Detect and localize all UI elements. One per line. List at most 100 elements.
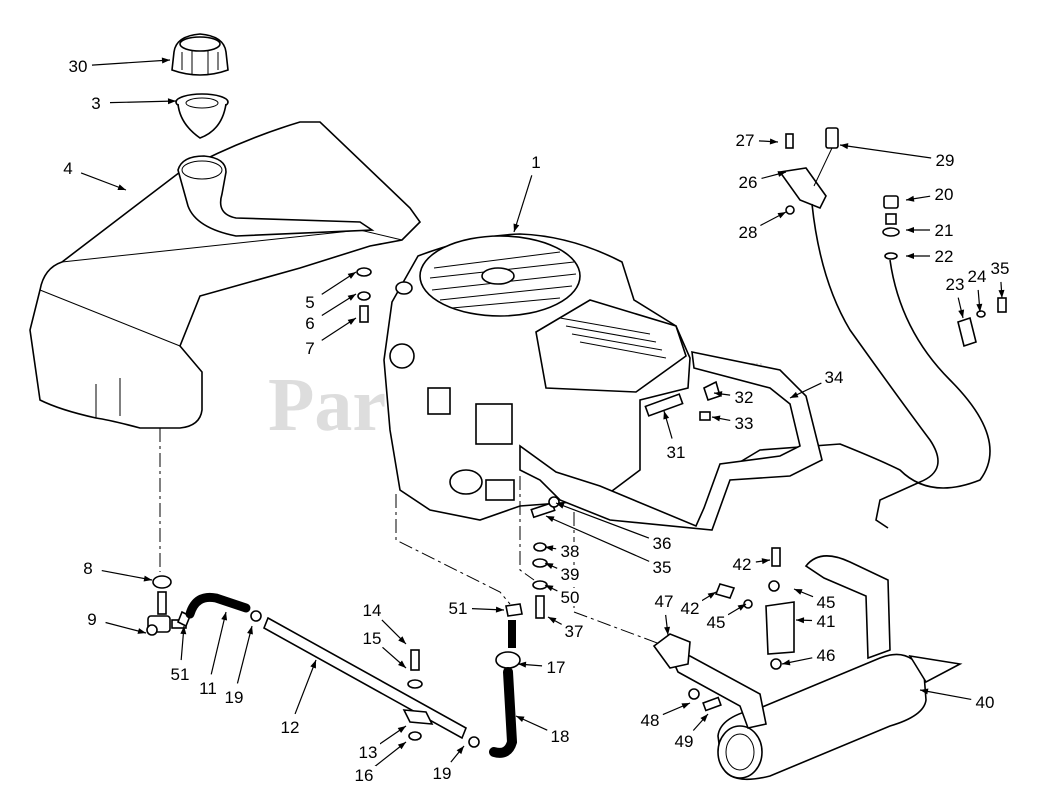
callout-arrow-28 xyxy=(777,212,786,219)
label-backing xyxy=(733,131,757,149)
callout-arrow-32 xyxy=(714,391,723,398)
callout-leader-40 xyxy=(919,689,972,701)
callout-arrow-22 xyxy=(906,253,914,259)
label-backing xyxy=(814,612,838,630)
callout-arrow-14 xyxy=(398,636,406,644)
label-backing xyxy=(973,693,997,711)
part-number-label: 49 xyxy=(675,732,694,751)
part-number-label: 32 xyxy=(735,388,754,407)
callout-arrow-51 xyxy=(495,606,504,613)
part-number-label: 26 xyxy=(739,173,758,192)
callout-arrow-33 xyxy=(712,415,721,422)
callout-arrow-20 xyxy=(906,195,915,202)
callout-arrow-29 xyxy=(840,143,849,150)
exhaust-bracket xyxy=(519,350,823,531)
callout-arrow-4 xyxy=(117,184,126,190)
callout-arrow-41 xyxy=(796,617,805,624)
callout-arrow-35 xyxy=(546,516,555,522)
callout-arrow-48 xyxy=(681,703,690,709)
label-backing xyxy=(558,542,582,560)
part-number-label: 22 xyxy=(935,247,954,266)
callout-leader-29 xyxy=(839,144,932,159)
label-backing xyxy=(360,601,384,619)
part-number-label: 12 xyxy=(281,718,300,737)
callout-arrow-18 xyxy=(516,716,525,723)
part-number-label: 27 xyxy=(736,131,755,150)
callout-arrow-39 xyxy=(545,563,554,569)
callout-arrow-5 xyxy=(347,272,356,279)
choke-control xyxy=(739,195,991,489)
part-number-label: 19 xyxy=(225,688,244,707)
label-backing xyxy=(814,593,838,611)
engine-mount-bolts xyxy=(530,496,560,519)
filler-neck-grommet xyxy=(175,93,229,139)
part-number-label: 51 xyxy=(171,665,190,684)
label-backing xyxy=(652,592,676,610)
label-backing xyxy=(81,559,95,577)
label-backing xyxy=(558,588,582,606)
callout-leader-19 xyxy=(236,625,253,684)
label-backing xyxy=(85,610,99,628)
part-number-label: 7 xyxy=(305,339,314,358)
label-backing xyxy=(932,221,956,239)
part-number-label: 23 xyxy=(946,275,965,294)
part-number-label: 37 xyxy=(565,622,584,641)
part-number-label: 29 xyxy=(936,151,955,170)
callout-arrow-23 xyxy=(958,309,965,318)
part-number-label: 38 xyxy=(561,542,580,561)
label-backing xyxy=(732,414,756,432)
callout-arrow-27 xyxy=(769,138,778,145)
part-number-label: 42 xyxy=(733,555,752,574)
label-backing xyxy=(89,94,103,112)
label-backing xyxy=(965,267,989,285)
callout-arrow-17 xyxy=(518,661,527,668)
callout-arrow-47 xyxy=(664,626,671,635)
label-backing xyxy=(933,151,957,169)
part-number-label: 33 xyxy=(735,414,754,433)
label-backing xyxy=(736,223,760,241)
callout-arrow-16 xyxy=(397,742,406,750)
callout-arrow-37 xyxy=(548,617,557,624)
muffler-assembly xyxy=(652,547,963,781)
label-backing xyxy=(529,153,543,171)
engine xyxy=(383,233,691,521)
callout-arrow-19 xyxy=(247,626,253,635)
part-number-label: 21 xyxy=(935,221,954,240)
callout-arrow-19 xyxy=(456,746,464,755)
label-backing xyxy=(66,57,90,75)
part-number-label: 1 xyxy=(531,153,540,172)
part-number-label: 42 xyxy=(681,599,700,618)
muffler-mount-hardware-left xyxy=(532,542,548,619)
callout-leader-30 xyxy=(91,59,171,66)
label-backing xyxy=(352,766,376,784)
label-backing xyxy=(678,599,702,617)
label-backing xyxy=(548,727,572,745)
part-number-label: 30 xyxy=(69,57,88,76)
part-number-label: 9 xyxy=(87,610,96,629)
part-number-label: 14 xyxy=(363,601,382,620)
callout-arrow-51 xyxy=(180,626,187,635)
callout-arrow-42 xyxy=(707,592,716,599)
label-backing xyxy=(932,247,956,265)
callout-arrow-38 xyxy=(545,545,554,552)
label-backing xyxy=(943,275,967,293)
label-backing xyxy=(430,764,454,782)
label-backing xyxy=(704,613,728,631)
part-number-label: 16 xyxy=(355,766,374,785)
fuel-line-12 xyxy=(262,616,468,740)
callout-arrow-45 xyxy=(794,589,803,595)
label-backing xyxy=(558,565,582,583)
callout-arrow-24 xyxy=(976,303,983,312)
callout-leader-8 xyxy=(101,569,153,581)
label-backing xyxy=(562,622,586,640)
part-number-label: 48 xyxy=(641,711,660,730)
callout-arrow-45 xyxy=(737,604,746,611)
callout-arrow-46 xyxy=(782,659,791,666)
part-number-label: 45 xyxy=(707,613,726,632)
part-number-label: 46 xyxy=(817,646,836,665)
tank-mount-hardware xyxy=(356,267,372,323)
part-number-label: 28 xyxy=(739,223,758,242)
label-backing xyxy=(303,314,317,332)
part-number-label: 19 xyxy=(433,764,452,783)
label-backing xyxy=(650,558,674,576)
